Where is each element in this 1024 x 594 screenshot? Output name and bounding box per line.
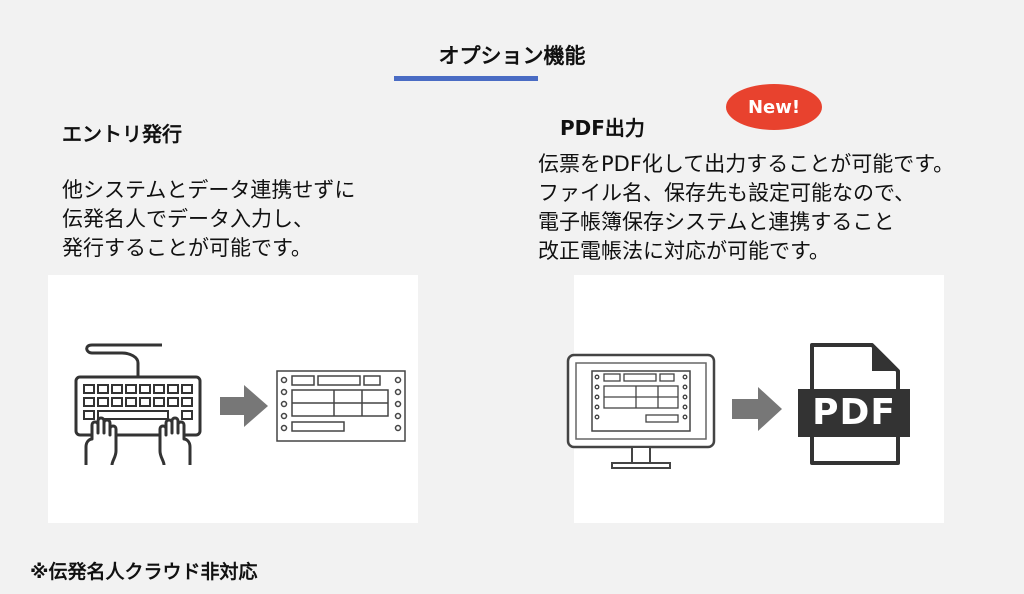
description-line: 伝発名人でデータ入力し、 xyxy=(62,207,314,231)
pdf-output-title: PDF出力 xyxy=(560,116,645,140)
page-title: オプション機能 xyxy=(438,44,586,68)
keyboard-hands-icon xyxy=(74,343,202,466)
footnote: ※伝発名人クラウド非対応 xyxy=(30,561,258,583)
description-line: 伝票をPDF化して出力することが可能です。 xyxy=(538,152,955,176)
description-line: 他システムとデータ連携せずに xyxy=(62,178,356,202)
entry-issue-title: エントリ発行 xyxy=(62,122,182,146)
entry-issue-description: 他システムとデータ連携せずに 伝発名人でデータ入力し、 発行することが可能です。 xyxy=(62,176,355,263)
pdf-output-illustration: PDF xyxy=(566,275,944,523)
pdf-icon-label: PDF xyxy=(812,392,896,433)
description-line: ファイル名、保存先も設定可能なので、 xyxy=(538,181,916,205)
description-line: 改正電帳法に対応が可能です。 xyxy=(538,239,830,263)
pdf-file-icon xyxy=(798,343,910,465)
pdf-output-description: 伝票をPDF化して出力することが可能です。 ファイル名、保存先も設定可能なので、… xyxy=(538,150,954,266)
title-underline xyxy=(394,76,538,81)
arrow-right-icon xyxy=(220,385,268,427)
entry-issue-illustration xyxy=(48,275,418,523)
description-line: 電子帳簿保存システムと連携すること xyxy=(538,210,895,234)
arrow-right-icon xyxy=(732,387,782,431)
description-line: 発行することが可能です。 xyxy=(62,236,312,260)
monitor-icon xyxy=(566,353,716,469)
form-slip-icon xyxy=(276,370,406,442)
new-badge: New! xyxy=(726,84,822,130)
